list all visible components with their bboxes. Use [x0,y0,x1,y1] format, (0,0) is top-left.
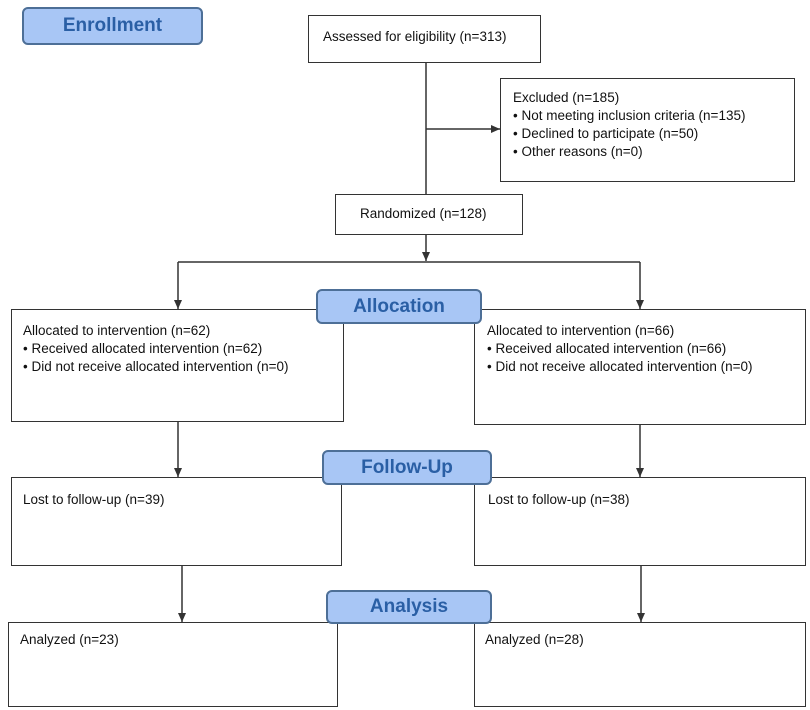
left-followup-box: Lost to follow-up (n=39) [11,477,342,566]
left-allocated-text: Allocated to intervention (n=62) [23,323,211,338]
assessed-box: Assessed for eligibility (n=313) [308,15,541,63]
left-not-received-text: • Did not receive allocated intervention… [23,359,289,374]
left-lost-text: Lost to follow-up (n=39) [23,492,165,507]
right-analyzed-text: Analyzed (n=28) [485,632,584,647]
stage-label-follow-up: Follow-Up [322,450,492,485]
randomized-box: Randomized (n=128) [335,194,523,235]
left-analyzed-text: Analyzed (n=23) [20,632,119,647]
left-analysis-box: Analyzed (n=23) [8,622,338,707]
excluded-title: Excluded (n=185) [513,90,620,105]
excluded-item: • Declined to participate (n=50) [513,126,699,141]
randomized-text: Randomized (n=128) [360,206,487,221]
assessed-text: Assessed for eligibility (n=313) [323,29,507,44]
right-not-received-text: • Did not receive allocated intervention… [487,359,753,374]
right-received-text: • Received allocated intervention (n=66) [487,341,727,356]
right-allocation-box: Allocated to intervention (n=66) • Recei… [474,309,806,425]
stage-label-enrollment: Enrollment [22,7,203,45]
right-allocated-text: Allocated to intervention (n=66) [487,323,675,338]
right-followup-box: Lost to follow-up (n=38) [474,477,806,566]
excluded-item: • Other reasons (n=0) [513,144,643,159]
left-allocation-box: Allocated to intervention (n=62) • Recei… [11,309,344,422]
left-received-text: • Received allocated intervention (n=62) [23,341,263,356]
right-analysis-box: Analyzed (n=28) [474,622,806,707]
stage-label-analysis: Analysis [326,590,492,624]
excluded-box: Excluded (n=185) • Not meeting inclusion… [500,78,795,182]
stage-label-allocation: Allocation [316,289,482,324]
excluded-item: • Not meeting inclusion criteria (n=135) [513,108,746,123]
right-lost-text: Lost to follow-up (n=38) [488,492,630,507]
